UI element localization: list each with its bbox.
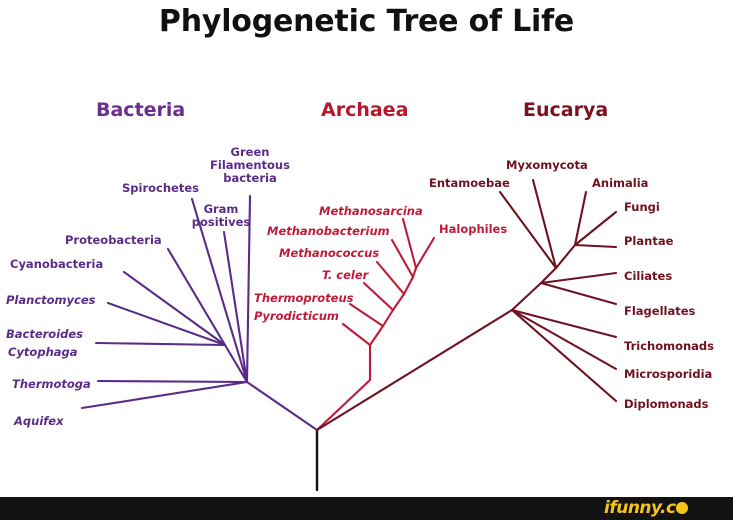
archaea-clade (315, 217, 436, 432)
branch-methanococcus (375, 260, 406, 296)
green-filamentous-line1: Green (230, 145, 270, 159)
leaf-label-methanosarcina: Methanosarcina (319, 204, 423, 218)
leaf-label-gram-positives: Gram positives (186, 203, 256, 229)
leaf-label-myxomycota: Myxomycota (506, 158, 588, 172)
branch-archaea-spine-6 (411, 266, 418, 279)
leaf-label-cytophaga: Cytophaga (8, 345, 78, 359)
page-title: Phylogenetic Tree of Life (158, 4, 575, 39)
branch-archaea-spine-3 (381, 308, 395, 328)
branch-gram-positives (222, 230, 249, 384)
branch-eucarya-internal-2 (539, 266, 558, 285)
branch-thermoproteus (348, 302, 385, 328)
branch-bacteria-stem (245, 380, 319, 432)
eucarya-clade (315, 178, 618, 432)
branch-methanobacterium (390, 238, 415, 279)
branch-plantae (573, 243, 618, 249)
domain-header-eucarya: Eucarya (523, 99, 609, 121)
leaf-label-proteobacteria: Proteobacteria (65, 233, 162, 247)
branch-microsporidia (510, 308, 618, 371)
branch-archaea-stem (315, 378, 372, 432)
leaf-label-fungi: Fungi (624, 200, 660, 214)
leaf-label-methanococcus: Methanococcus (279, 246, 380, 260)
branch-fungi (573, 210, 618, 247)
branch-bacteroides-cytophaga (94, 341, 227, 347)
leaf-label-bacteroides: Bacteroides (6, 327, 84, 341)
watermark-ifunny: ifunny.c (604, 498, 688, 518)
watermark-bar (0, 497, 733, 520)
branch-green-filamentous-bacteria (245, 194, 252, 384)
branch-trichomonads (510, 308, 618, 339)
gram-positives-line2: positives (191, 215, 251, 229)
branch-thermotoga (96, 379, 249, 384)
bacteria-clade (80, 194, 319, 432)
leaf-label-animalia: Animalia (592, 176, 649, 190)
branch-spirochetes (190, 197, 249, 384)
branch-bacteria-internal (223, 343, 249, 384)
branch-entamoebae (498, 190, 558, 270)
branch-eucarya-stem (315, 308, 514, 432)
leaf-label-spirochetes: Spirochetes (122, 181, 199, 195)
branch-animalia (573, 190, 588, 247)
branch-myxomycota (531, 178, 558, 270)
leaf-label-entamoebae: Entamoebae (429, 176, 510, 190)
leaf-label-planctomyces: Planctomyces (6, 293, 96, 307)
green-filamentous-line3: bacteria (223, 171, 277, 185)
branch-planctomyces (106, 301, 227, 347)
branch-halophiles (414, 236, 436, 270)
branch-methanosarcina (401, 217, 418, 270)
branch-eucarya-internal-1 (510, 281, 543, 312)
leaf-label-aquifex: Aquifex (14, 414, 64, 428)
leaf-label-flagellates: Flagellates (624, 304, 696, 318)
leaf-label-t-celer: T. celer (322, 268, 369, 282)
domain-header-archaea: Archaea (321, 99, 409, 121)
leaf-label-cyanobacteria: Cyanobacteria (10, 257, 104, 271)
branch-diplomonads (510, 308, 618, 403)
leaf-label-trichomonads: Trichomonads (624, 339, 715, 353)
gram-positives-line1: Gram (203, 202, 239, 216)
branch-t-celer (362, 281, 395, 312)
branch-aquifex (80, 380, 249, 410)
branch-archaea-spine-2 (368, 324, 385, 347)
branch-cyanobacteria (122, 270, 227, 347)
watermark-label: ifunny.c (604, 498, 676, 518)
leaf-label-green-filamentous-bacteria: Green Filamentous bacteria (204, 146, 296, 185)
branch-archaea-spine-4 (391, 292, 406, 312)
branch-ciliates (539, 271, 618, 285)
leaf-label-thermotoga: Thermotoga (12, 377, 91, 391)
leaf-label-plantae: Plantae (624, 234, 674, 248)
leaf-label-methanobacterium: Methanobacterium (267, 224, 390, 238)
leaf-label-pyrodicticum: Pyrodicticum (254, 309, 339, 323)
domain-header-bacteria: Bacteria (96, 99, 186, 121)
branch-archaea-spine-5 (402, 275, 415, 296)
leaf-label-microsporidia: Microsporidia (624, 367, 713, 381)
leaf-label-diplomonads: Diplomonads (624, 397, 709, 411)
leaf-label-halophiles: Halophiles (439, 222, 508, 236)
smiley-face-icon (675, 502, 688, 514)
branch-pyrodicticum (341, 322, 372, 347)
green-filamentous-line2: Filamentous (210, 158, 290, 172)
leaf-label-thermoproteus: Thermoproteus (254, 291, 354, 305)
branch-flagellates (539, 281, 618, 306)
branch-eucarya-internal-3 (554, 243, 577, 270)
leaf-label-ciliates: Ciliates (624, 269, 673, 283)
branch-proteobacteria (166, 247, 227, 347)
